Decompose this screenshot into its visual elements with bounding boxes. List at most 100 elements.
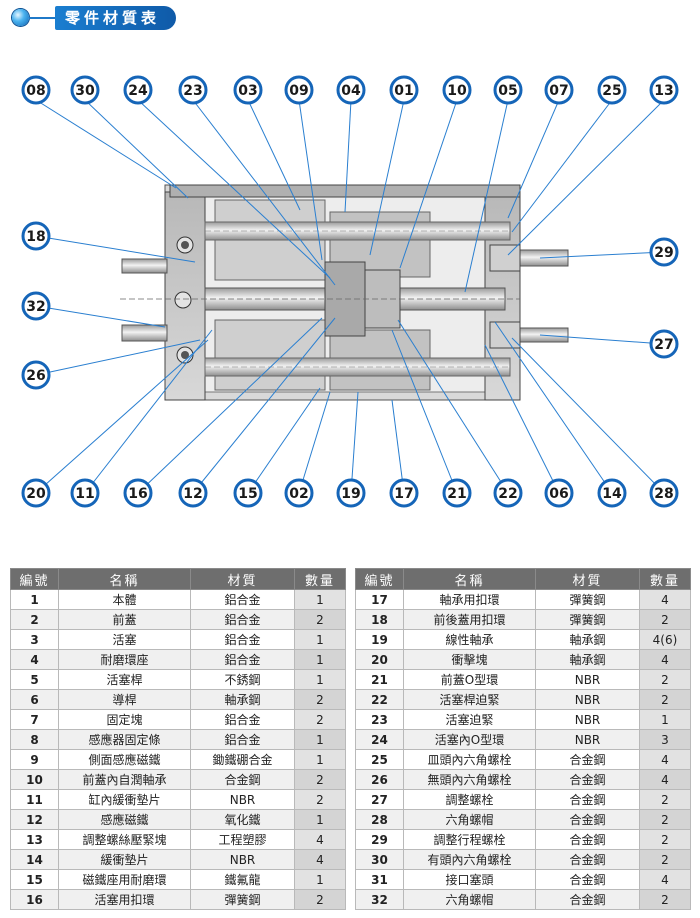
callout-circle bbox=[442, 478, 472, 508]
cell-name: 前蓋內自潤軸承 bbox=[58, 769, 191, 790]
callout-label-bottom: 11 bbox=[75, 486, 94, 502]
callout-label-top: 23 bbox=[183, 83, 202, 99]
header-name: 名稱 bbox=[403, 568, 536, 590]
callout-circle bbox=[597, 478, 627, 508]
cell-name: 無頭內六角螺栓 bbox=[403, 769, 536, 790]
cell-number: 29 bbox=[355, 829, 404, 850]
cell-quantity: 1 bbox=[294, 629, 346, 650]
table-header-row: 編號 名稱 材質 數量 bbox=[10, 568, 346, 590]
callout-label-bottom: 22 bbox=[498, 486, 517, 502]
cell-quantity: 2 bbox=[639, 809, 691, 830]
cell-name: 調整行程螺栓 bbox=[403, 829, 536, 850]
cell-material: 軸承鋼 bbox=[535, 629, 640, 650]
header-material: 材質 bbox=[535, 568, 640, 590]
callout-circle bbox=[493, 75, 523, 105]
header-material: 材質 bbox=[190, 568, 295, 590]
cell-number: 32 bbox=[355, 889, 404, 910]
callout-label-right: 27 bbox=[654, 337, 673, 353]
cell-material: 合金鋼 bbox=[535, 889, 640, 910]
cell-name: 活塞內O型環 bbox=[403, 729, 536, 750]
cell-number: 28 bbox=[355, 809, 404, 830]
callout-circle bbox=[21, 360, 51, 390]
callout-label-bottom: 06 bbox=[549, 486, 568, 502]
callout-label-top: 30 bbox=[75, 83, 95, 99]
cell-material: 工程塑膠 bbox=[190, 829, 295, 850]
callout-circle bbox=[649, 329, 679, 359]
cell-number: 16 bbox=[10, 889, 59, 910]
cell-quantity: 2 bbox=[639, 669, 691, 690]
cell-quantity: 2 bbox=[294, 709, 346, 730]
cell-material: NBR bbox=[535, 689, 640, 710]
callout-circle bbox=[493, 478, 523, 508]
cell-name: 磁鐵座用耐磨環 bbox=[58, 869, 191, 890]
header-quantity: 數量 bbox=[294, 568, 346, 590]
cell-number: 23 bbox=[355, 709, 404, 730]
callout-label-top: 09 bbox=[289, 83, 308, 99]
cell-number: 9 bbox=[10, 749, 59, 770]
cell-quantity: 2 bbox=[294, 689, 346, 710]
cell-quantity: 4 bbox=[639, 769, 691, 790]
callout-label-left: 18 bbox=[26, 229, 45, 245]
cell-quantity: 2 bbox=[639, 829, 691, 850]
cell-name: 側面感應磁鐵 bbox=[58, 749, 191, 770]
callout-label-left: 26 bbox=[26, 368, 45, 384]
cell-quantity: 2 bbox=[294, 789, 346, 810]
leader-lines bbox=[35, 99, 665, 494]
cell-material: 鋁合金 bbox=[190, 709, 295, 730]
cell-number: 17 bbox=[355, 589, 404, 610]
header-bullet-icon bbox=[12, 9, 29, 26]
cell-name: 前後蓋用扣環 bbox=[403, 609, 536, 630]
cell-material: 合金鋼 bbox=[535, 749, 640, 770]
cell-material: 氧化鐵 bbox=[190, 809, 295, 830]
cell-name: 耐磨環座 bbox=[58, 649, 191, 670]
cell-material: 鋁合金 bbox=[190, 589, 295, 610]
cell-material: 彈簧鋼 bbox=[535, 609, 640, 630]
callout-label-top: 24 bbox=[128, 83, 148, 99]
callout-label-bottom: 17 bbox=[394, 486, 413, 502]
cell-name: 感應磁鐵 bbox=[58, 809, 191, 830]
callout-circle bbox=[442, 75, 472, 105]
callout-circle bbox=[178, 75, 208, 105]
cell-number: 30 bbox=[355, 849, 404, 870]
cell-material: 彈簧鋼 bbox=[190, 889, 295, 910]
cell-name: 接口塞頭 bbox=[403, 869, 536, 890]
callout-label-bottom: 16 bbox=[128, 486, 147, 502]
callout-circle bbox=[336, 478, 366, 508]
cell-number: 31 bbox=[355, 869, 404, 890]
callout-label-left: 32 bbox=[26, 299, 45, 315]
cell-name: 前蓋 bbox=[58, 609, 191, 630]
cell-material: NBR bbox=[535, 669, 640, 690]
cell-material: 鋁合金 bbox=[190, 609, 295, 630]
cell-name: 調整螺栓 bbox=[403, 789, 536, 810]
cell-name: 活塞用扣環 bbox=[58, 889, 191, 910]
cell-quantity: 4 bbox=[639, 749, 691, 770]
cell-quantity: 2 bbox=[639, 889, 691, 910]
cell-material: 合金鋼 bbox=[535, 849, 640, 870]
callout-circle bbox=[284, 75, 314, 105]
callout-circle bbox=[233, 75, 263, 105]
callout-circle bbox=[70, 75, 100, 105]
cell-name: 緩衝墊片 bbox=[58, 849, 191, 870]
callout-label-bottom: 28 bbox=[654, 486, 673, 502]
cell-quantity: 4 bbox=[639, 589, 691, 610]
callout-label-bottom: 15 bbox=[238, 486, 257, 502]
